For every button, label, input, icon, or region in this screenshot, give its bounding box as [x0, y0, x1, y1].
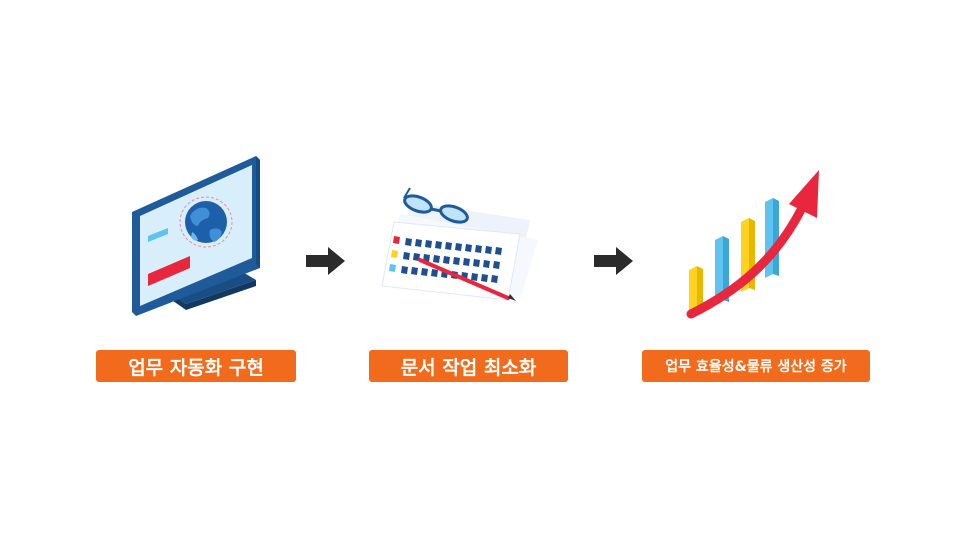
- documents-glasses-icon: [381, 187, 538, 301]
- monitor-globe-icon: [132, 156, 260, 316]
- arrow-right-icon: [594, 247, 633, 275]
- step-label-document-reduction: 문서 작업 최소화: [369, 350, 568, 382]
- step-label-automation: 업무 자동화 구현: [96, 350, 296, 382]
- step-label-productivity-increase: 업무 효율성&물류 생산성 증가: [642, 350, 870, 382]
- arrow-right-icon: [306, 247, 345, 275]
- growth-chart-icon: [686, 170, 819, 319]
